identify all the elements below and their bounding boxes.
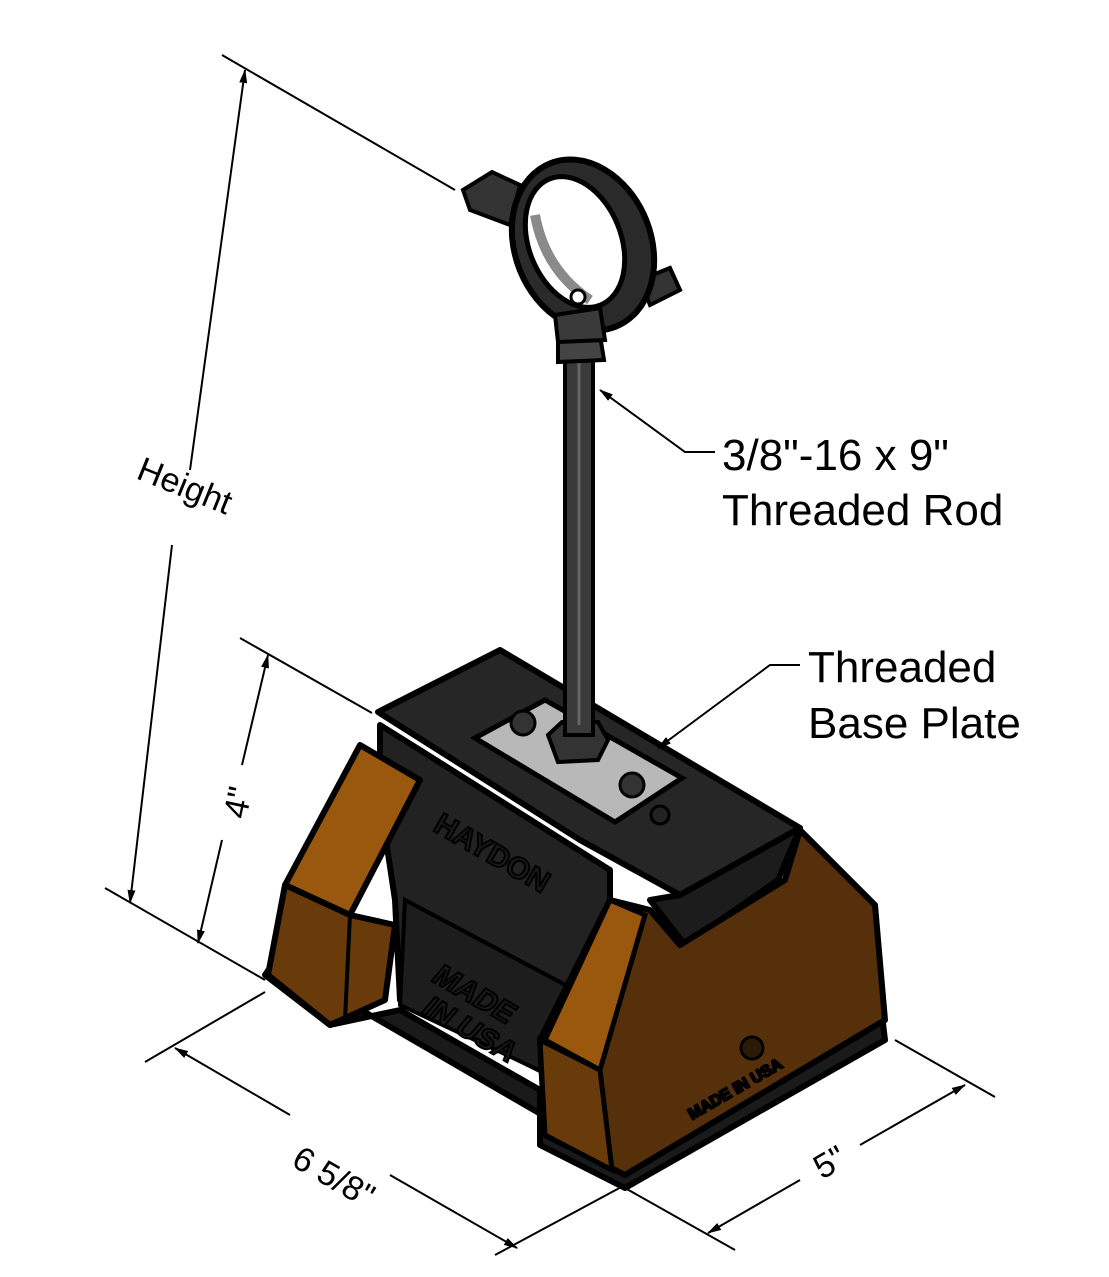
base-height-label: 4"	[217, 783, 261, 821]
plate-screw-icon	[618, 771, 646, 799]
rod-callout: 3/8"-16 x 9" Threaded Rod	[599, 389, 1003, 535]
plate-callout-line2: Base Plate	[808, 699, 1021, 748]
rod-callout-line1: 3/8"-16 x 9"	[722, 431, 949, 480]
threaded-rod	[556, 333, 607, 737]
side-screw-icon	[739, 1035, 765, 1061]
plate-screw-icon	[509, 709, 537, 737]
base-block: HAYDON MADE IN USA MADE IN USA	[262, 647, 888, 1191]
width-label: 5"	[807, 1139, 853, 1187]
rod-callout-line2: Threaded Rod	[722, 486, 1003, 535]
base-height-dimension: 4"	[197, 637, 373, 944]
plate-callout-line1: Threaded	[808, 643, 996, 692]
pipe-clamp	[460, 156, 683, 345]
height-label: Height	[132, 450, 238, 522]
plate-callout: Threaded Base Plate	[657, 643, 1021, 749]
length-label: 6 5/8"	[286, 1139, 381, 1216]
